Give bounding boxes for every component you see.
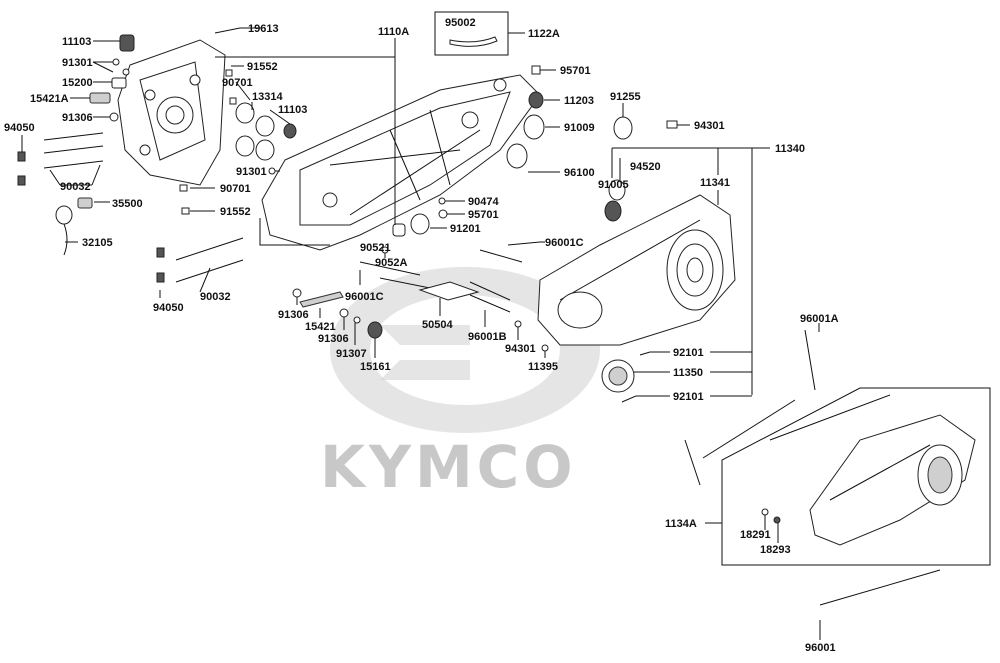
label-15421A: 15421A	[30, 93, 69, 105]
watermark-brand-text: KYMCO	[320, 433, 577, 501]
label-11203: 11203	[564, 95, 594, 107]
label-91306-c: 91306	[318, 333, 349, 345]
label-18293: 18293	[760, 544, 791, 556]
label-32105: 32105	[82, 237, 113, 249]
label-96001C-a: 96001C	[545, 237, 584, 249]
label-94520: 94520	[630, 161, 661, 173]
label-95701-a: 95701	[560, 65, 591, 77]
label-94050-a: 94050	[4, 122, 35, 134]
label-1110A: 1110A	[378, 26, 409, 38]
label-13314: 13314	[252, 91, 283, 103]
label-90032-b: 90032	[200, 291, 231, 303]
part-number-labels: 19613 11103 91301 15200 15421A 91306 940…	[4, 17, 839, 654]
label-9052A: 9052A	[375, 257, 407, 269]
label-91552-a: 91552	[247, 61, 278, 73]
label-91005: 91005	[598, 179, 629, 191]
label-96001: 96001	[805, 642, 836, 654]
small-parts	[17, 27, 941, 640]
label-90474: 90474	[468, 196, 499, 208]
label-95002: 95002	[445, 17, 476, 29]
label-91307: 91307	[336, 348, 367, 360]
label-92101-a: 92101	[673, 347, 704, 359]
label-94050-b: 94050	[153, 302, 184, 314]
kymco-watermark: KYMCO	[320, 266, 601, 501]
label-92101-b: 92101	[673, 391, 704, 403]
label-11103-b: 11103	[278, 104, 307, 116]
right-crankcase	[261, 74, 541, 251]
label-91301-a: 91301	[62, 57, 93, 69]
label-15161: 15161	[360, 361, 391, 373]
label-11340: 11340	[775, 143, 805, 155]
label-95701-b: 95701	[468, 209, 499, 221]
label-18291: 18291	[740, 529, 771, 541]
transmission-cover	[537, 194, 736, 346]
label-1122A: 1122A	[528, 28, 560, 40]
label-11395: 11395	[528, 361, 558, 373]
label-91009: 91009	[564, 122, 595, 134]
label-91552-b: 91552	[220, 206, 251, 218]
label-90701-b: 90701	[220, 183, 251, 195]
label-96001C-b: 96001C	[345, 291, 384, 303]
label-1134A: 1134A	[665, 518, 697, 530]
label-90521: 90521	[360, 242, 391, 254]
label-15200: 15200	[62, 77, 93, 89]
label-35500: 35500	[112, 198, 143, 210]
label-94301-a: 94301	[694, 120, 725, 132]
label-90032-a: 90032	[60, 181, 91, 193]
left-crankcase	[117, 39, 226, 186]
label-50504: 50504	[422, 319, 453, 331]
label-11103-a: 11103	[62, 36, 91, 48]
label-91301-b: 91301	[236, 166, 267, 178]
label-96100: 96100	[564, 167, 595, 179]
label-19613: 19613	[248, 23, 279, 35]
label-11350: 11350	[673, 367, 703, 379]
label-96001B: 96001B	[468, 331, 507, 343]
label-91306-a: 91306	[62, 112, 93, 124]
label-90701-a: 90701	[222, 77, 253, 89]
label-11341: 11341	[700, 177, 730, 189]
label-96001A: 96001A	[800, 313, 839, 325]
label-94301-b: 94301	[505, 343, 536, 355]
label-91306-b: 91306	[278, 309, 309, 321]
label-91255: 91255	[610, 91, 641, 103]
label-91201: 91201	[450, 223, 481, 235]
outer-cover	[809, 414, 976, 546]
label-15421: 15421	[305, 321, 336, 333]
leader-lines	[21, 11, 991, 566]
